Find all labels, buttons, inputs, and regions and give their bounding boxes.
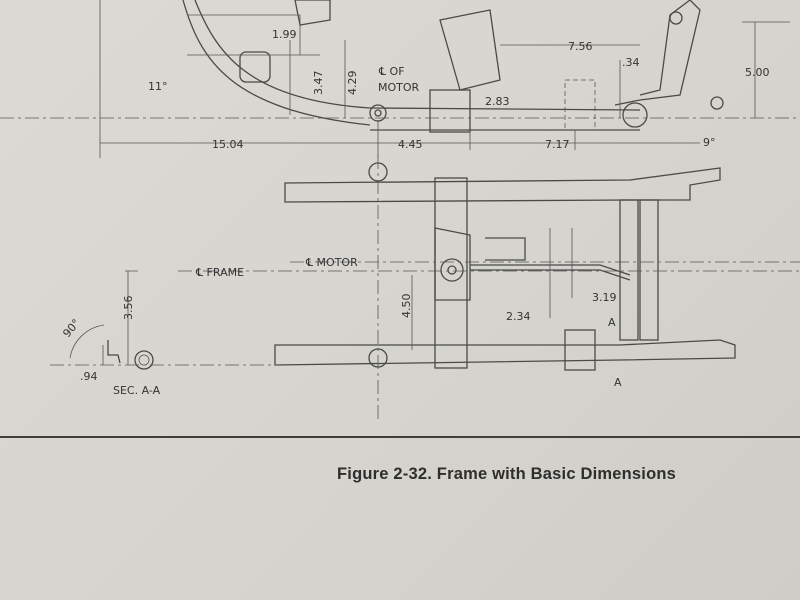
dim-1-99: 1.99 bbox=[272, 28, 297, 41]
dim-2-83: 2.83 bbox=[485, 95, 510, 108]
upper-rail bbox=[284, 167, 721, 203]
divider-line bbox=[0, 436, 800, 438]
label-cl-motor: ℄ MOTOR bbox=[305, 256, 358, 269]
lower-rail bbox=[274, 339, 736, 366]
dim-3-19: 3.19 bbox=[592, 291, 617, 304]
dim-4-50: 4.50 bbox=[400, 294, 413, 319]
dim-11-deg: 11° bbox=[148, 80, 168, 93]
dim-7-56: 7.56 bbox=[568, 40, 593, 53]
figure-caption: Figure 2-32. Frame with Basic Dimensions bbox=[337, 465, 677, 483]
rear-fork-bracket bbox=[614, 0, 701, 106]
section-a-marker-top: A bbox=[608, 316, 616, 329]
dim-0-34: .34 bbox=[622, 56, 640, 69]
label-cl-frame: ℄ FRAME bbox=[195, 266, 244, 279]
frame-downtube bbox=[182, 0, 371, 126]
dim-4-29: 4.29 bbox=[346, 71, 359, 96]
dim-4-45: 4.45 bbox=[398, 138, 423, 151]
seat-post-bracket bbox=[294, 0, 501, 91]
dim-2-34: 2.34 bbox=[506, 310, 531, 323]
frame-technical-drawing: 1.99 11° 3.47 4.29 ℄ OF MOTOR 2.83 7.56 … bbox=[0, 0, 800, 420]
dim-90-deg: 90° bbox=[60, 317, 82, 340]
motor-mount-plate bbox=[434, 227, 471, 301]
label-cl-of: ℄ OF bbox=[378, 65, 405, 78]
section-a-marker-bottom: A bbox=[614, 376, 622, 389]
dim-3-56: 3.56 bbox=[122, 296, 135, 321]
dim-5-00: 5.00 bbox=[745, 66, 770, 79]
dim-9-deg: 9° bbox=[703, 136, 716, 149]
side-view: 1.99 11° 3.47 4.29 ℄ OF MOTOR 2.83 7.56 … bbox=[0, 0, 800, 158]
lower-frame-rail bbox=[369, 107, 641, 131]
section-a-a: 3.56 90° .94 SEC. A-A bbox=[60, 270, 161, 397]
label-motor: MOTOR bbox=[378, 81, 420, 94]
dim-0-94: .94 bbox=[80, 370, 98, 383]
top-view: ℄ FRAME ℄ MOTOR 4.50 2.34 3.19 A A bbox=[50, 155, 800, 420]
dim-7-17: 7.17 bbox=[545, 138, 570, 151]
section-label: SEC. A-A bbox=[113, 384, 161, 397]
dim-15-04: 15.04 bbox=[212, 138, 244, 151]
dim-3-47: 3.47 bbox=[312, 71, 325, 96]
